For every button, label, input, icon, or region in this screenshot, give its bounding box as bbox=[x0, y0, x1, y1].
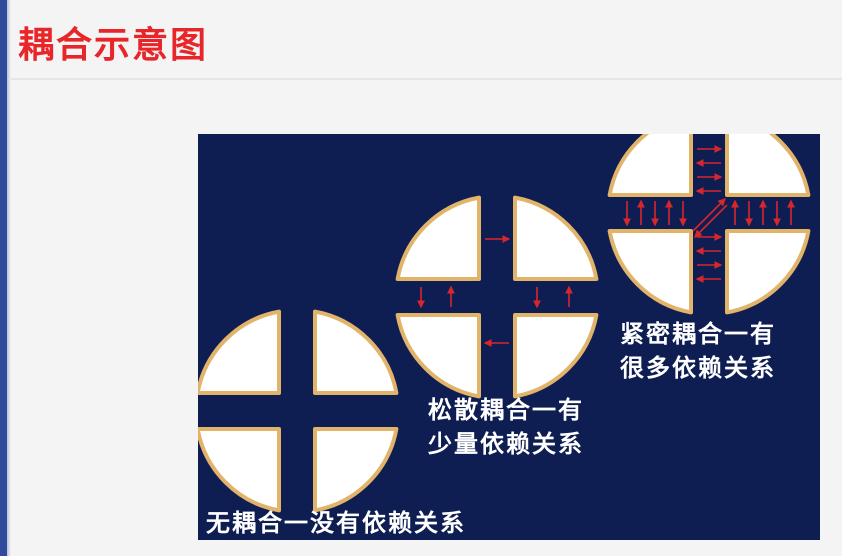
quadrant-no-coupling-top-right bbox=[313, 309, 399, 395]
quadrant-loose-coupling-bottom-left bbox=[395, 313, 481, 399]
quadrant-tight-coupling-bottom-left bbox=[607, 229, 693, 315]
caption-loose-coupling: 松散耦合一有 少量依赖关系 bbox=[428, 393, 584, 461]
caption-no-coupling-line1: 无耦合一没有依赖关系 bbox=[206, 509, 466, 537]
quadrant-group-loose-coupling bbox=[395, 195, 599, 399]
caption-tight-coupling-line2: 很多依赖关系 bbox=[620, 354, 776, 382]
quadrant-tight-coupling-top-left bbox=[607, 134, 693, 197]
caption-no-coupling: 无耦合一没有依赖关系 bbox=[206, 506, 466, 540]
coupling-diagram-graphic bbox=[198, 134, 811, 513]
quadrant-loose-coupling-top-left bbox=[395, 195, 481, 281]
quadrant-group-tight-coupling bbox=[607, 134, 811, 315]
caption-loose-coupling-line1: 松散耦合一有 bbox=[428, 396, 584, 424]
slide-left-border bbox=[0, 0, 7, 556]
dependency-arrow bbox=[692, 198, 726, 232]
quadrant-no-coupling-bottom-left bbox=[198, 427, 281, 513]
caption-tight-coupling-line1: 紧密耦合一有 bbox=[620, 320, 776, 348]
caption-tight-coupling: 紧密耦合一有 很多依赖关系 bbox=[620, 317, 776, 385]
quadrant-no-coupling-bottom-right bbox=[313, 427, 399, 513]
quadrant-loose-coupling-top-right bbox=[513, 195, 599, 281]
arrows-layer bbox=[417, 145, 795, 347]
quadrant-group-no-coupling bbox=[198, 309, 399, 513]
quadrant-loose-coupling-bottom-right bbox=[513, 313, 599, 399]
slide-left-shadow bbox=[7, 0, 11, 556]
quadrants-layer bbox=[198, 134, 811, 513]
coupling-diagram: 无耦合一没有依赖关系 松散耦合一有 少量依赖关系 紧密耦合一有 很多依赖关系 bbox=[198, 134, 820, 540]
dependency-arrow bbox=[694, 204, 728, 238]
quadrant-no-coupling-top-left bbox=[198, 309, 281, 395]
quadrant-tight-coupling-top-right bbox=[725, 134, 811, 197]
quadrant-tight-coupling-bottom-right bbox=[725, 229, 811, 315]
page-title: 耦合示意图 bbox=[18, 25, 209, 66]
caption-loose-coupling-line2: 少量依赖关系 bbox=[428, 430, 584, 458]
title-divider bbox=[11, 78, 842, 80]
